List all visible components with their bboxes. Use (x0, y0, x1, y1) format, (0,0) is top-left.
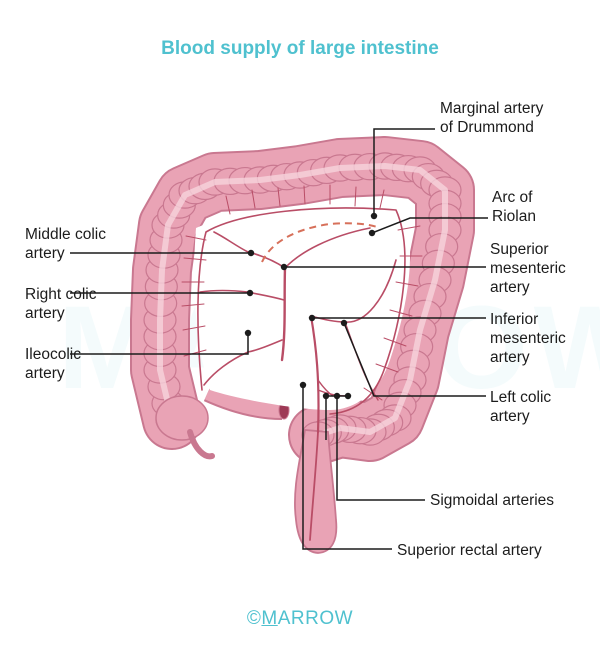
leader-arc-of-riolan (371, 217, 488, 234)
large-intestine (130, 136, 475, 554)
vasa-recta (397, 225, 421, 231)
label-right-colic-artery: Right colic artery (25, 286, 97, 322)
leader-arc-of-riolan-dot (368, 229, 376, 237)
label-inferior-mesenteric-artery: Inferior mesenteric artery (490, 311, 566, 366)
leader-marginal-artery-dot (370, 212, 378, 220)
vasa-recta (375, 363, 399, 373)
leader-inferior-mesenteric-artery-dot (308, 314, 316, 322)
leader-superior-rectal-artery-dot (299, 381, 307, 389)
vasa-recta (181, 303, 205, 307)
title: Blood supply of large intestine (161, 38, 439, 59)
vasa-recta (395, 281, 419, 287)
superior-mesenteric-trunk (280, 266, 287, 362)
inferior-mesenteric-trunk (309, 314, 320, 434)
leader-superior-mesenteric-artery-dot (280, 263, 288, 271)
vasa-recta (389, 309, 413, 317)
label-superior-rectal-artery: Superior rectal artery (397, 542, 542, 559)
vasa-recta (379, 189, 385, 209)
vasa-recta (303, 185, 306, 205)
label-superior-mesenteric-artery: Superior mesenteric artery (490, 241, 566, 296)
label-middle-colic-artery: Middle colic artery (25, 226, 106, 262)
vasa-recta (354, 186, 357, 207)
vasa-recta (183, 349, 207, 357)
leader-superior-rectal-artery (302, 385, 392, 550)
leader-sigmoidal-arteries (336, 396, 425, 501)
vasa-recta (225, 195, 231, 215)
leader-left-colic-artery-dot (340, 319, 348, 327)
vasa-recta (185, 235, 207, 241)
leader-left-colic-artery (343, 322, 486, 397)
leader-ileocolic-artery (70, 333, 249, 355)
leader-marginal-artery (373, 128, 435, 216)
label-marginal-artery: Marginal artery of Drummond (440, 100, 544, 136)
footer-logo-initial: M (261, 608, 278, 629)
vasa-recta (251, 189, 256, 209)
vasa-recta (383, 337, 407, 347)
label-left-colic-artery: Left colic artery (490, 389, 552, 425)
copyright-symbol: © (246, 608, 262, 629)
leader-ileocolic-artery-dot (244, 329, 252, 337)
ileum (204, 384, 283, 418)
vasa-recta (182, 325, 206, 331)
appendix (187, 429, 215, 460)
leader-middle-colic-artery-dot (247, 249, 255, 257)
leader-right-colic-artery-dot (246, 289, 254, 297)
vasa-recta (183, 257, 207, 261)
label-leader-lines (70, 128, 488, 550)
vasa-recta (277, 187, 281, 207)
footer-logo-text: ARROW (277, 608, 354, 629)
label-sigmoidal-arteries: Sigmoidal arteries (430, 492, 555, 509)
label-arc-of-riolan: Arc of Riolan (492, 189, 536, 225)
caecum (155, 395, 209, 441)
label-ileocolic-artery: Ileocolic artery (25, 346, 81, 382)
superior-rectal-branch (309, 431, 319, 541)
leader-sigmoidal-arteries-dot-2 (322, 392, 330, 400)
footer-logo: ©MARROW (0, 608, 600, 630)
middle-colic-left-branch (284, 227, 371, 269)
mesentery (194, 204, 411, 410)
rectum (294, 429, 338, 554)
marginal-artery (197, 207, 406, 415)
taenia-coli (157, 163, 448, 438)
